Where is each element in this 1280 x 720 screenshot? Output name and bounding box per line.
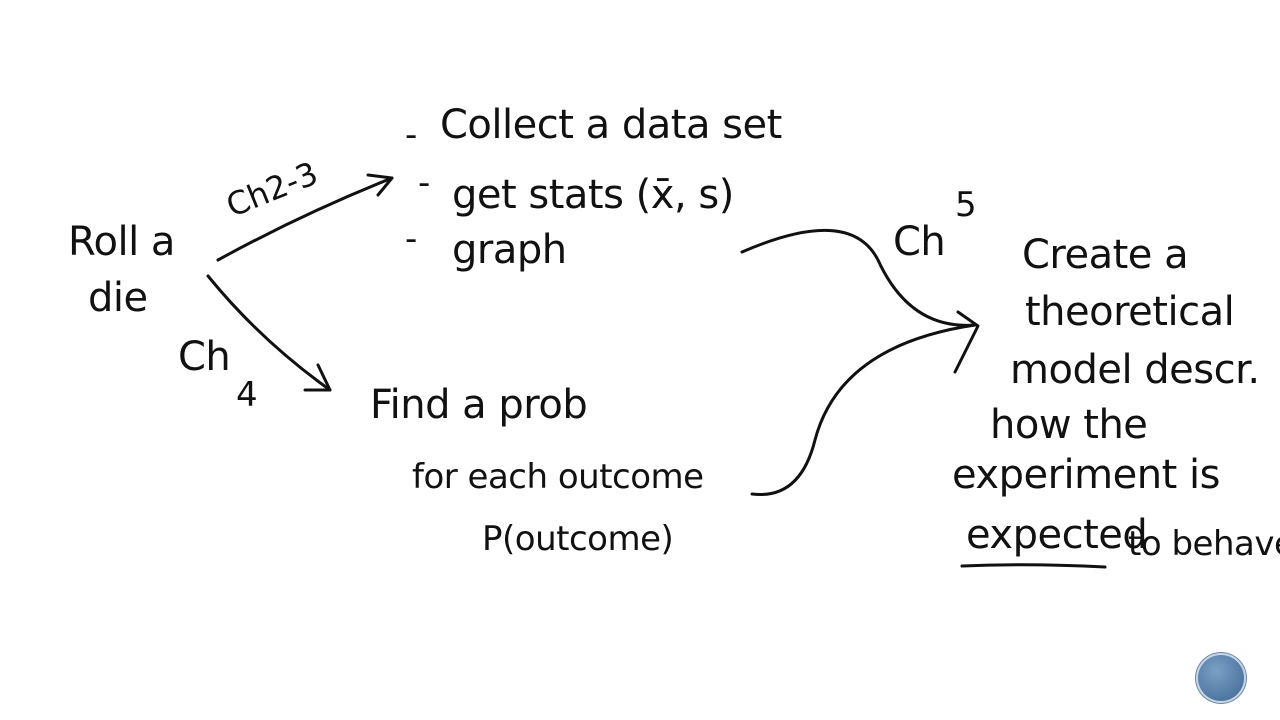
result-line-6-rest: to behave xyxy=(1128,524,1280,564)
chapter-label-bottom: Ch xyxy=(178,334,231,380)
chapter-label-result-sup: 5 xyxy=(955,185,977,225)
start-line-2: die xyxy=(88,275,148,321)
arrow-top-to-result xyxy=(740,228,977,327)
arrow-bottom-to-result xyxy=(750,323,977,497)
bottom-line-2: for each outcome xyxy=(412,457,704,497)
start-line-1: Roll a xyxy=(68,219,175,265)
result-line-5: experiment is xyxy=(952,452,1220,498)
arrowhead-result xyxy=(953,310,980,374)
top-bullet-3: - xyxy=(405,219,417,259)
top-item-3: graph xyxy=(452,227,567,273)
arrow-to-bottom-branch xyxy=(206,274,332,392)
top-bullet-1: - xyxy=(405,115,417,155)
arrow-to-top-branch xyxy=(216,176,394,262)
circle-button-icon[interactable] xyxy=(1198,655,1244,701)
chapter-label-result: Ch xyxy=(893,219,946,265)
arrowhead-bottom xyxy=(303,363,332,392)
bottom-line-1: Find a prob xyxy=(370,382,588,428)
top-bullet-2: - xyxy=(418,163,430,203)
arrowhead-top xyxy=(366,173,394,197)
result-line-4: how the xyxy=(990,402,1148,448)
result-line-6-emphasis: expected xyxy=(966,512,1148,558)
top-item-1: Collect a data set xyxy=(440,102,782,148)
result-line-1: Create a xyxy=(1022,232,1189,278)
expected-underline xyxy=(960,563,1107,569)
top-item-2: get stats (x̄, s) xyxy=(452,172,734,218)
bottom-line-3: P(outcome) xyxy=(482,519,674,559)
chapter-label-bottom-sub: 4 xyxy=(236,375,258,415)
result-line-2: theoretical xyxy=(1025,289,1235,335)
result-line-3: model descr. xyxy=(1010,347,1260,393)
